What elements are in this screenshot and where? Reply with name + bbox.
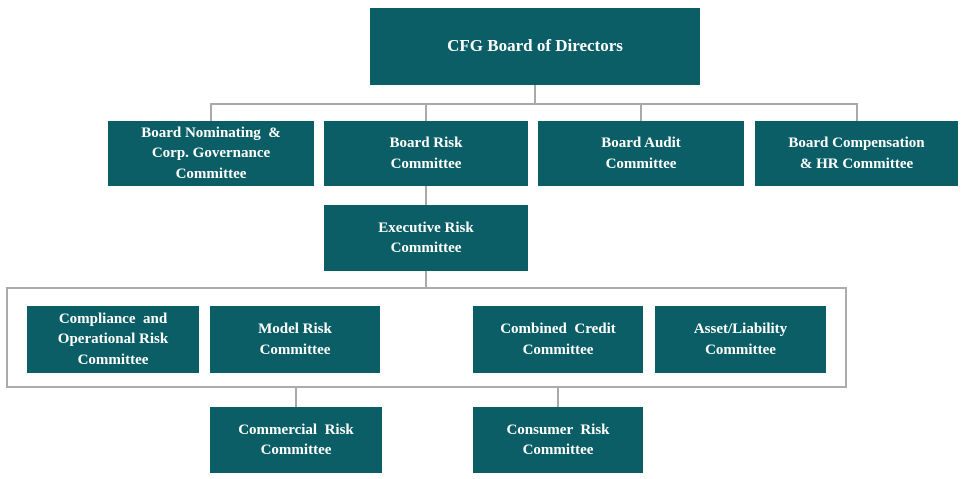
node-board-compensation-hr-committee: Board Compensation & HR Committee — [755, 121, 958, 186]
node-label: CFG Board of Directors — [447, 36, 623, 56]
node-label: Executive Risk Committee — [378, 219, 474, 256]
connector-stub-board-audit — [640, 103, 642, 121]
node-label: Board Audit Committee — [601, 135, 681, 172]
node-label: Combined Credit Committee — [500, 321, 616, 358]
node-board-nominating-corp-governance-committee: Board Nominating & Corp. Governance Comm… — [108, 121, 314, 186]
node-combined-credit-committee: Combined Credit Committee — [473, 306, 643, 373]
node-label: Board Risk Committee — [389, 135, 463, 172]
node-board-risk-committee: Board Risk Committee — [324, 121, 528, 186]
node-label: Compliance and Operational Risk Committe… — [57, 311, 169, 368]
node-label: Commercial Risk Committee — [238, 421, 354, 458]
node-label: Consumer Risk Committee — [506, 421, 610, 458]
node-cfg-board-of-directors: CFG Board of Directors — [370, 8, 700, 85]
management-committees-group-frame — [6, 287, 847, 388]
node-label: Board Nominating & Corp. Governance Comm… — [141, 125, 281, 182]
node-commercial-risk-committee: Commercial Risk Committee — [210, 407, 382, 473]
connector-stub-nominating — [210, 103, 212, 121]
node-executive-risk-committee: Executive Risk Committee — [324, 205, 528, 271]
connector-root-down — [534, 85, 536, 104]
node-model-risk-committee: Model Risk Committee — [210, 306, 380, 373]
connector-stub-compensation — [856, 103, 858, 121]
node-label: Board Compensation & HR Committee — [788, 135, 925, 172]
node-label: Model Risk Committee — [258, 321, 332, 358]
connector-stub-board-risk — [425, 103, 427, 121]
connector-group-commercial — [295, 387, 297, 407]
connector-row2-horizontal — [210, 103, 858, 105]
connector-executive-group — [425, 271, 427, 287]
node-board-audit-committee: Board Audit Committee — [538, 121, 744, 186]
node-label: Asset/Liability Committee — [693, 321, 788, 358]
node-compliance-operational-risk-committee: Compliance and Operational Risk Committe… — [27, 306, 199, 373]
node-consumer-risk-committee: Consumer Risk Committee — [473, 407, 643, 473]
connector-boardrisk-executive — [425, 186, 427, 205]
connector-group-consumer — [557, 387, 559, 407]
node-asset-liability-committee: Asset/Liability Committee — [655, 306, 826, 373]
